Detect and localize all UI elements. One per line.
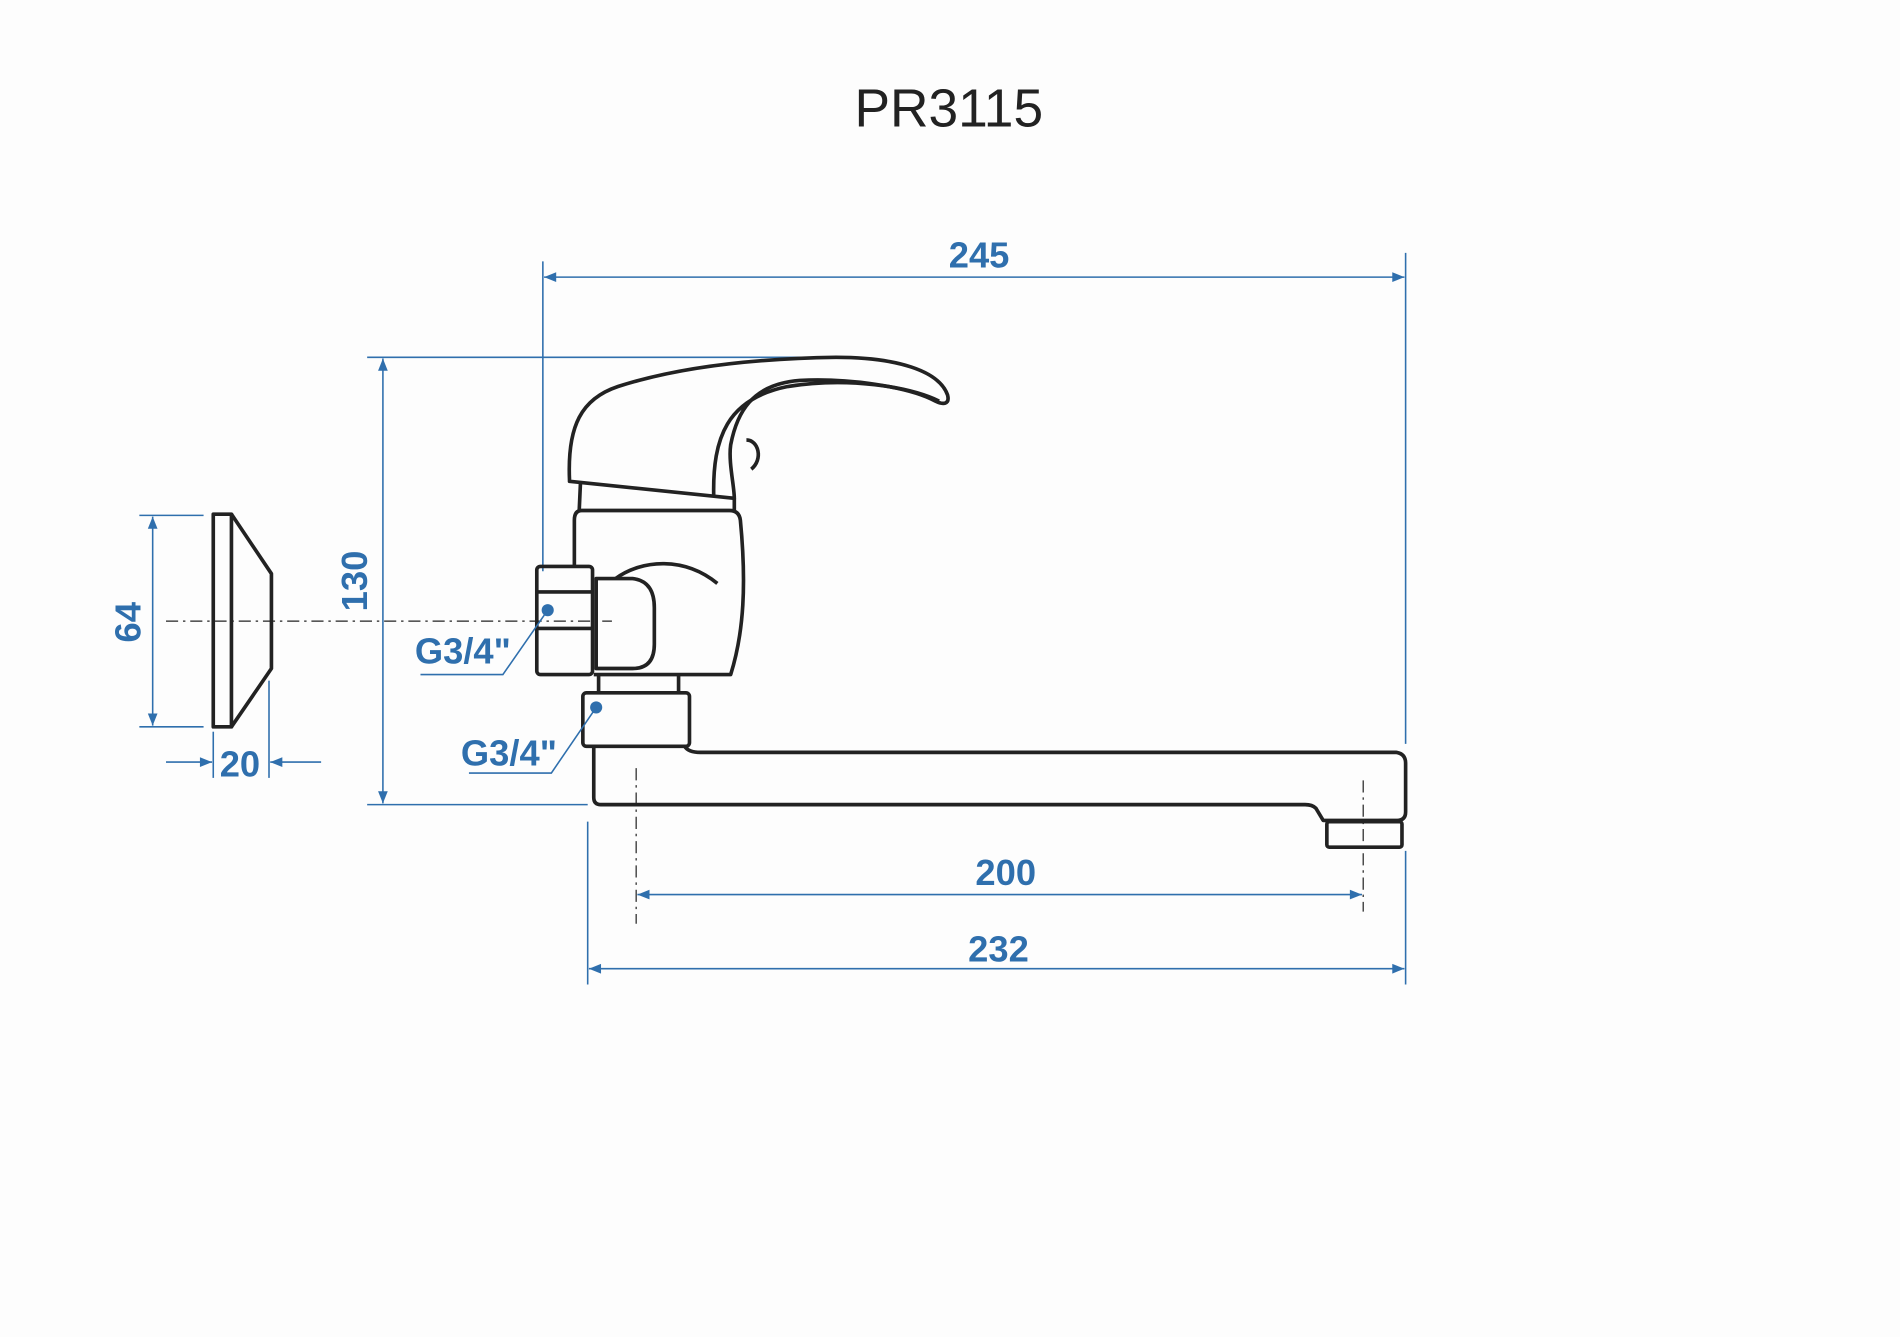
spout-thread-callout: G3/4"	[461, 701, 603, 774]
spout-thread-label: G3/4"	[461, 733, 557, 774]
inlet-thread-label: G3/4"	[415, 631, 511, 672]
dim-64-label: 64	[108, 601, 149, 642]
dim-232-label: 232	[968, 928, 1029, 969]
faucet-outline	[534, 355, 1408, 849]
spout-collar	[581, 690, 692, 749]
dimension-height: 130	[334, 356, 824, 806]
dim-20-label: 20	[220, 744, 260, 785]
dimension-spout-reach: 200	[635, 768, 1364, 924]
dimension-overall-width: 245	[542, 234, 1407, 744]
wall-flange	[211, 512, 274, 729]
inlet-nut	[534, 564, 595, 677]
dimension-spout-length: 232	[586, 821, 1407, 985]
dim-245-label: 245	[949, 234, 1010, 275]
inlet-thread-callout: G3/4"	[415, 604, 554, 676]
dimension-plate-depth: 20	[166, 680, 322, 785]
dim-130-label: 130	[334, 551, 375, 612]
eccentric-connector	[594, 576, 657, 671]
spout	[591, 745, 1408, 823]
dimension-plate-diameter: 64	[108, 514, 204, 728]
drawing-title: PR3115	[854, 79, 1043, 138]
aerator	[1325, 819, 1404, 849]
mixer-body	[572, 508, 746, 677]
dim-200-label: 200	[975, 852, 1036, 893]
lever-handle	[567, 355, 950, 501]
